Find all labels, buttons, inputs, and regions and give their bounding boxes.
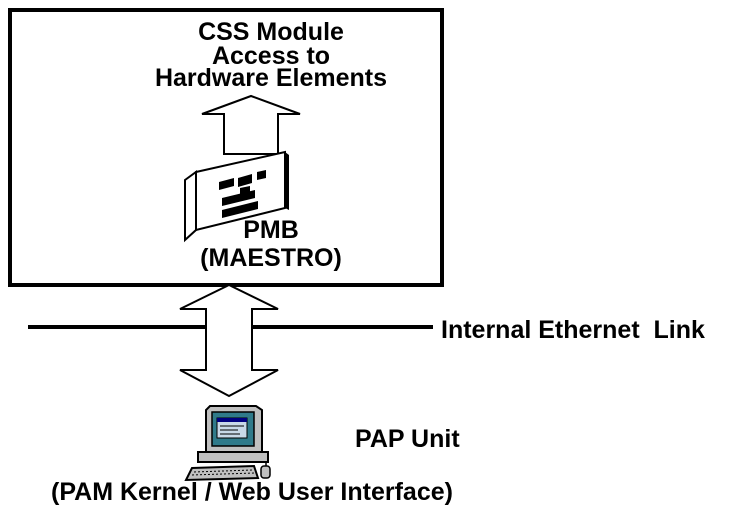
bidirectional-arrow [179,283,279,398]
pap-unit-label: PAP Unit [355,425,460,453]
pmb-detail-label: (MAESTRO) [200,244,342,272]
pap-unit-detail-label: (PAM Kernel / Web User Interface) [51,478,453,506]
computer-icon [184,405,271,482]
pmb-board-icon [184,150,289,243]
module-subtitle-line1: Access to [211,42,331,70]
ethernet-link-label: Internal Ethernet Link [441,316,705,344]
module-title: CSS Module [198,18,344,46]
module-subtitle-line2: Hardware Elements [154,64,388,92]
access-arrow-up [201,94,301,155]
pmb-label: PMB [243,216,299,244]
